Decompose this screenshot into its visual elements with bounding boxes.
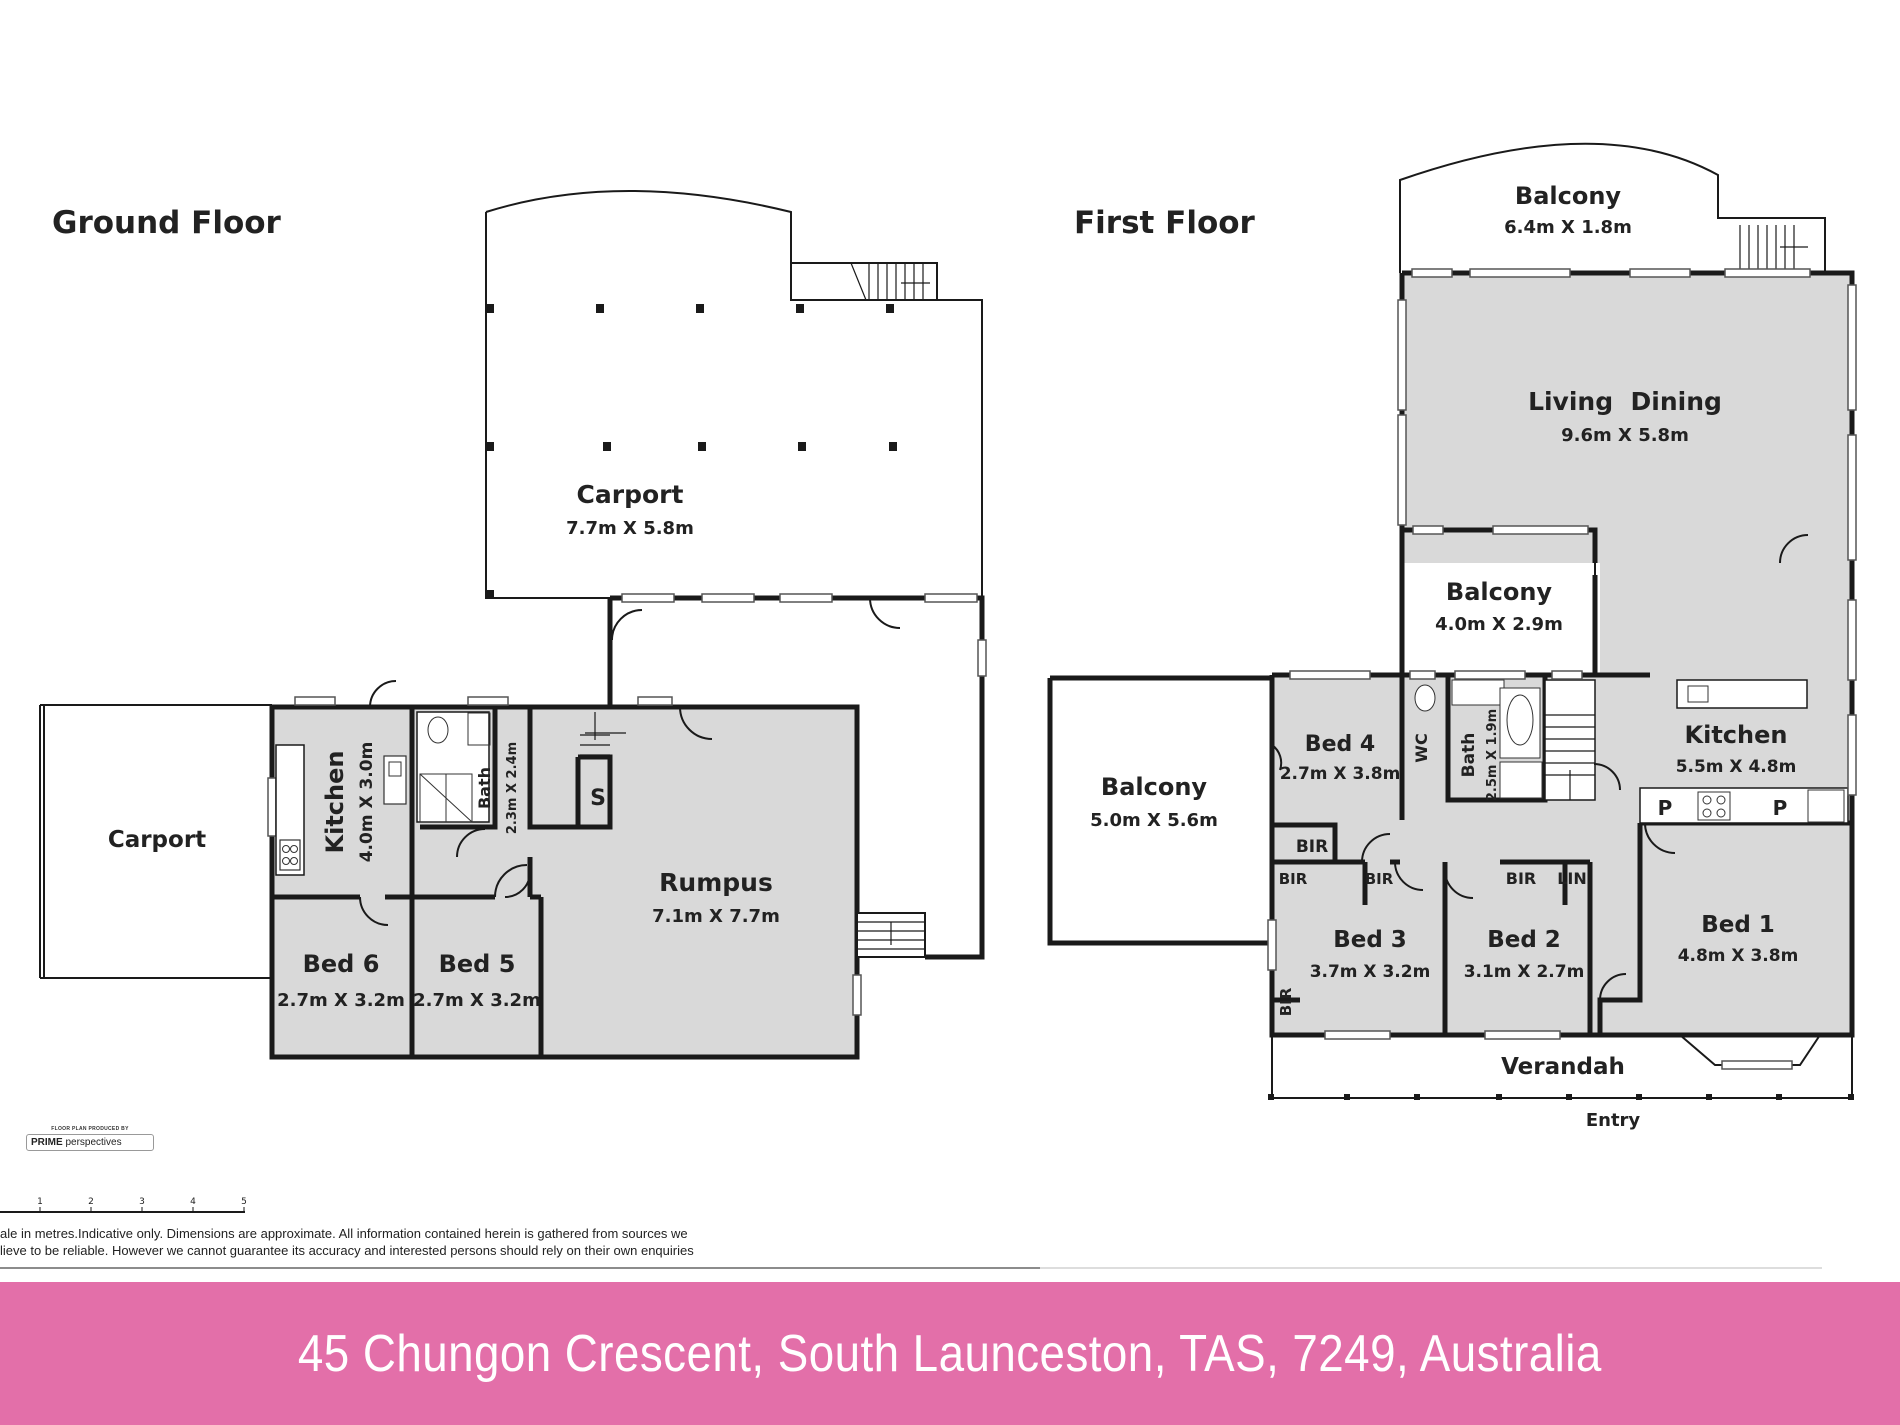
bed1-name: Bed 1 (1701, 912, 1775, 938)
rumpus-dims: 7.1m X 7.7m (652, 906, 780, 927)
kitchen-first-name: Kitchen (1685, 721, 1788, 749)
producer-logo: FLOOR PLAN PRODUCED BY PRIME perspective… (26, 1126, 154, 1151)
bed6-name: Bed 6 (303, 950, 380, 978)
bed2-name: Bed 2 (1487, 927, 1561, 953)
pantry1-name: P (1658, 796, 1673, 820)
producer-brand: PRIME perspectives (26, 1134, 154, 1151)
entry-name: Entry (1586, 1110, 1641, 1131)
bed4-name: Bed 4 (1305, 732, 1375, 757)
scale-tick-4: 4 (190, 1197, 196, 1207)
ground-floor-heading: Ground Floor (52, 205, 282, 241)
address-banner: 45 Chungon Crescent, South Launceston, T… (0, 1282, 1900, 1425)
bed5-dims: 2.7m X 3.2m (413, 990, 541, 1011)
bed3-dims: 3.7m X 3.2m (1310, 962, 1431, 982)
bath-ground-name: Bath (475, 767, 494, 809)
bath-first-dims: 2.5m X 1.9m (1485, 709, 1500, 801)
bed6-dims: 2.7m X 3.2m (277, 990, 405, 1011)
store-name: S (590, 786, 606, 811)
scale-bar: 1 2 3 4 5 (0, 1197, 247, 1213)
bed4-dims: 2.7m X 3.8m (1280, 764, 1401, 784)
kitchen-first-dims: 5.5m X 4.8m (1676, 757, 1797, 777)
disclaimer-line-2: lieve to be reliable. However we cannot … (0, 1243, 694, 1258)
scale-tick-1: 1 (37, 1197, 43, 1207)
balcony-left-dims: 5.0m X 5.6m (1090, 810, 1218, 831)
producer-brand-rest: perspectives (65, 1137, 122, 1148)
bed5-name: Bed 5 (439, 950, 516, 978)
disclaimer-line-1: ale in metres.Indicative only. Dimension… (0, 1226, 688, 1241)
carport-top-dims: 7.7m X 5.8m (566, 518, 694, 539)
scale-tick-3: 3 (139, 1197, 145, 1207)
verandah-name: Verandah (1501, 1054, 1625, 1080)
producer-brand-bold: PRIME (31, 1137, 63, 1148)
pantry2-name: P (1773, 796, 1788, 820)
bath-first-name: Bath (1459, 733, 1479, 778)
floor-plan-drawing: Ground Floor First Floor (0, 142, 1857, 1269)
bir5-name: BIR (1277, 987, 1295, 1016)
carport-top-name: Carport (577, 480, 684, 509)
bed1-dims: 4.8m X 3.8m (1678, 946, 1799, 966)
bed3-name: Bed 3 (1333, 927, 1407, 953)
scale-tick-2: 2 (88, 1197, 94, 1207)
balcony-top-dims: 6.4m X 1.8m (1504, 217, 1632, 238)
disclaimer: ale in metres.Indicative only. Dimension… (0, 1225, 720, 1259)
balcony-top-name: Balcony (1515, 182, 1622, 210)
balcony-left-name: Balcony (1101, 773, 1208, 801)
ground-floor-plan: Carport 7.7m X 5.8m Carport Kitchen 4.0m… (39, 190, 987, 1060)
bir2-name: BIR (1279, 870, 1308, 888)
rumpus-name: Rumpus (659, 868, 773, 897)
bir3-name: BIR (1365, 870, 1394, 888)
living-name: Living Dining (1528, 387, 1722, 416)
bed2-dims: 3.1m X 2.7m (1464, 962, 1585, 982)
scale-tick-5: 5 (241, 1197, 247, 1207)
living-dims: 9.6m X 5.8m (1561, 425, 1689, 446)
producer-caption: FLOOR PLAN PRODUCED BY (51, 1126, 129, 1132)
bath-ground-dims: 2.3m X 2.4m (505, 742, 520, 834)
lin-name: LIN (1557, 869, 1587, 888)
carport-left-name: Carport (108, 827, 206, 853)
balcony-mid-dims: 4.0m X 2.9m (1435, 614, 1563, 635)
address-text: 45 Chungon Crescent, South Launceston, T… (298, 1324, 1602, 1383)
balcony-mid-name: Balcony (1446, 578, 1553, 606)
wc-name: WC (1412, 733, 1431, 762)
first-floor-heading: First Floor (1074, 205, 1256, 241)
kitchen-ground-name: Kitchen (321, 751, 349, 854)
kitchen-ground-dims: 4.0m X 3.0m (357, 742, 377, 863)
bir4-name: BIR (1506, 869, 1536, 888)
first-floor-plan: Balcony 6.4m X 1.8m Living Dining 9.6m X… (1047, 142, 1857, 1131)
bir1-name: BIR (1296, 837, 1328, 857)
